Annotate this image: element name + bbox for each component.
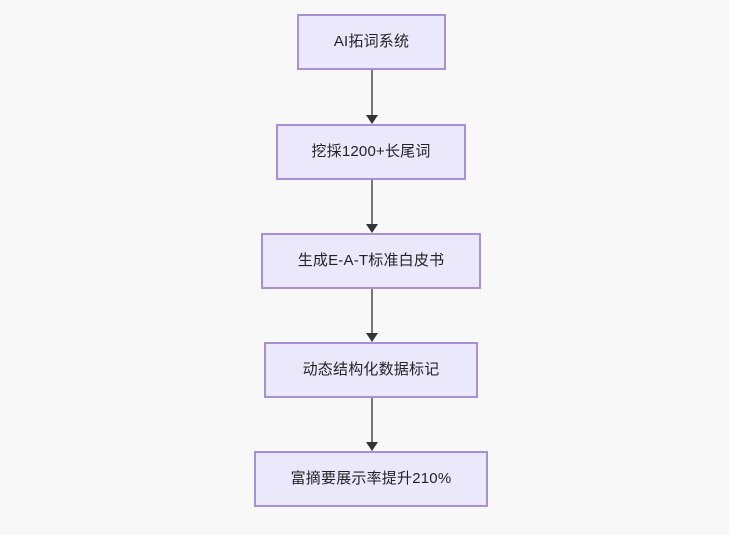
flow-node-label: AI拓词系统 xyxy=(333,33,410,50)
arrowhead-icon xyxy=(366,224,378,233)
flow-node-label: 生成E-A-T标准白皮书 xyxy=(297,252,445,269)
flow-node-ai-keyword-system[interactable]: AI拓词系统 xyxy=(297,14,446,70)
flow-node-label: 富摘要展示率提升210% xyxy=(290,470,452,487)
flow-node-rich-snippet-impression-uplift[interactable]: 富摘要展示率提升210% xyxy=(254,451,488,507)
flow-node-mine-longtail-keywords[interactable]: 挖採1200+长尾词 xyxy=(276,124,466,180)
flow-node-label: 挖採1200+长尾词 xyxy=(311,143,431,160)
edge-node1-node2 xyxy=(366,70,378,124)
edge-line xyxy=(371,70,373,116)
edge-node4-node5 xyxy=(366,398,378,451)
edge-line xyxy=(371,180,373,225)
edge-node2-node3 xyxy=(366,180,378,233)
arrowhead-icon xyxy=(366,333,378,342)
arrowhead-icon xyxy=(366,442,378,451)
edge-line xyxy=(371,289,373,334)
edge-line xyxy=(371,398,373,443)
edge-node3-node4 xyxy=(366,289,378,342)
arrowhead-icon xyxy=(366,115,378,124)
flow-node-generate-eat-whitepaper[interactable]: 生成E-A-T标准白皮书 xyxy=(261,233,481,289)
flow-node-label: 动态结构化数据标记 xyxy=(302,361,440,378)
flow-node-dynamic-structured-data-markup[interactable]: 动态结构化数据标记 xyxy=(264,342,478,398)
